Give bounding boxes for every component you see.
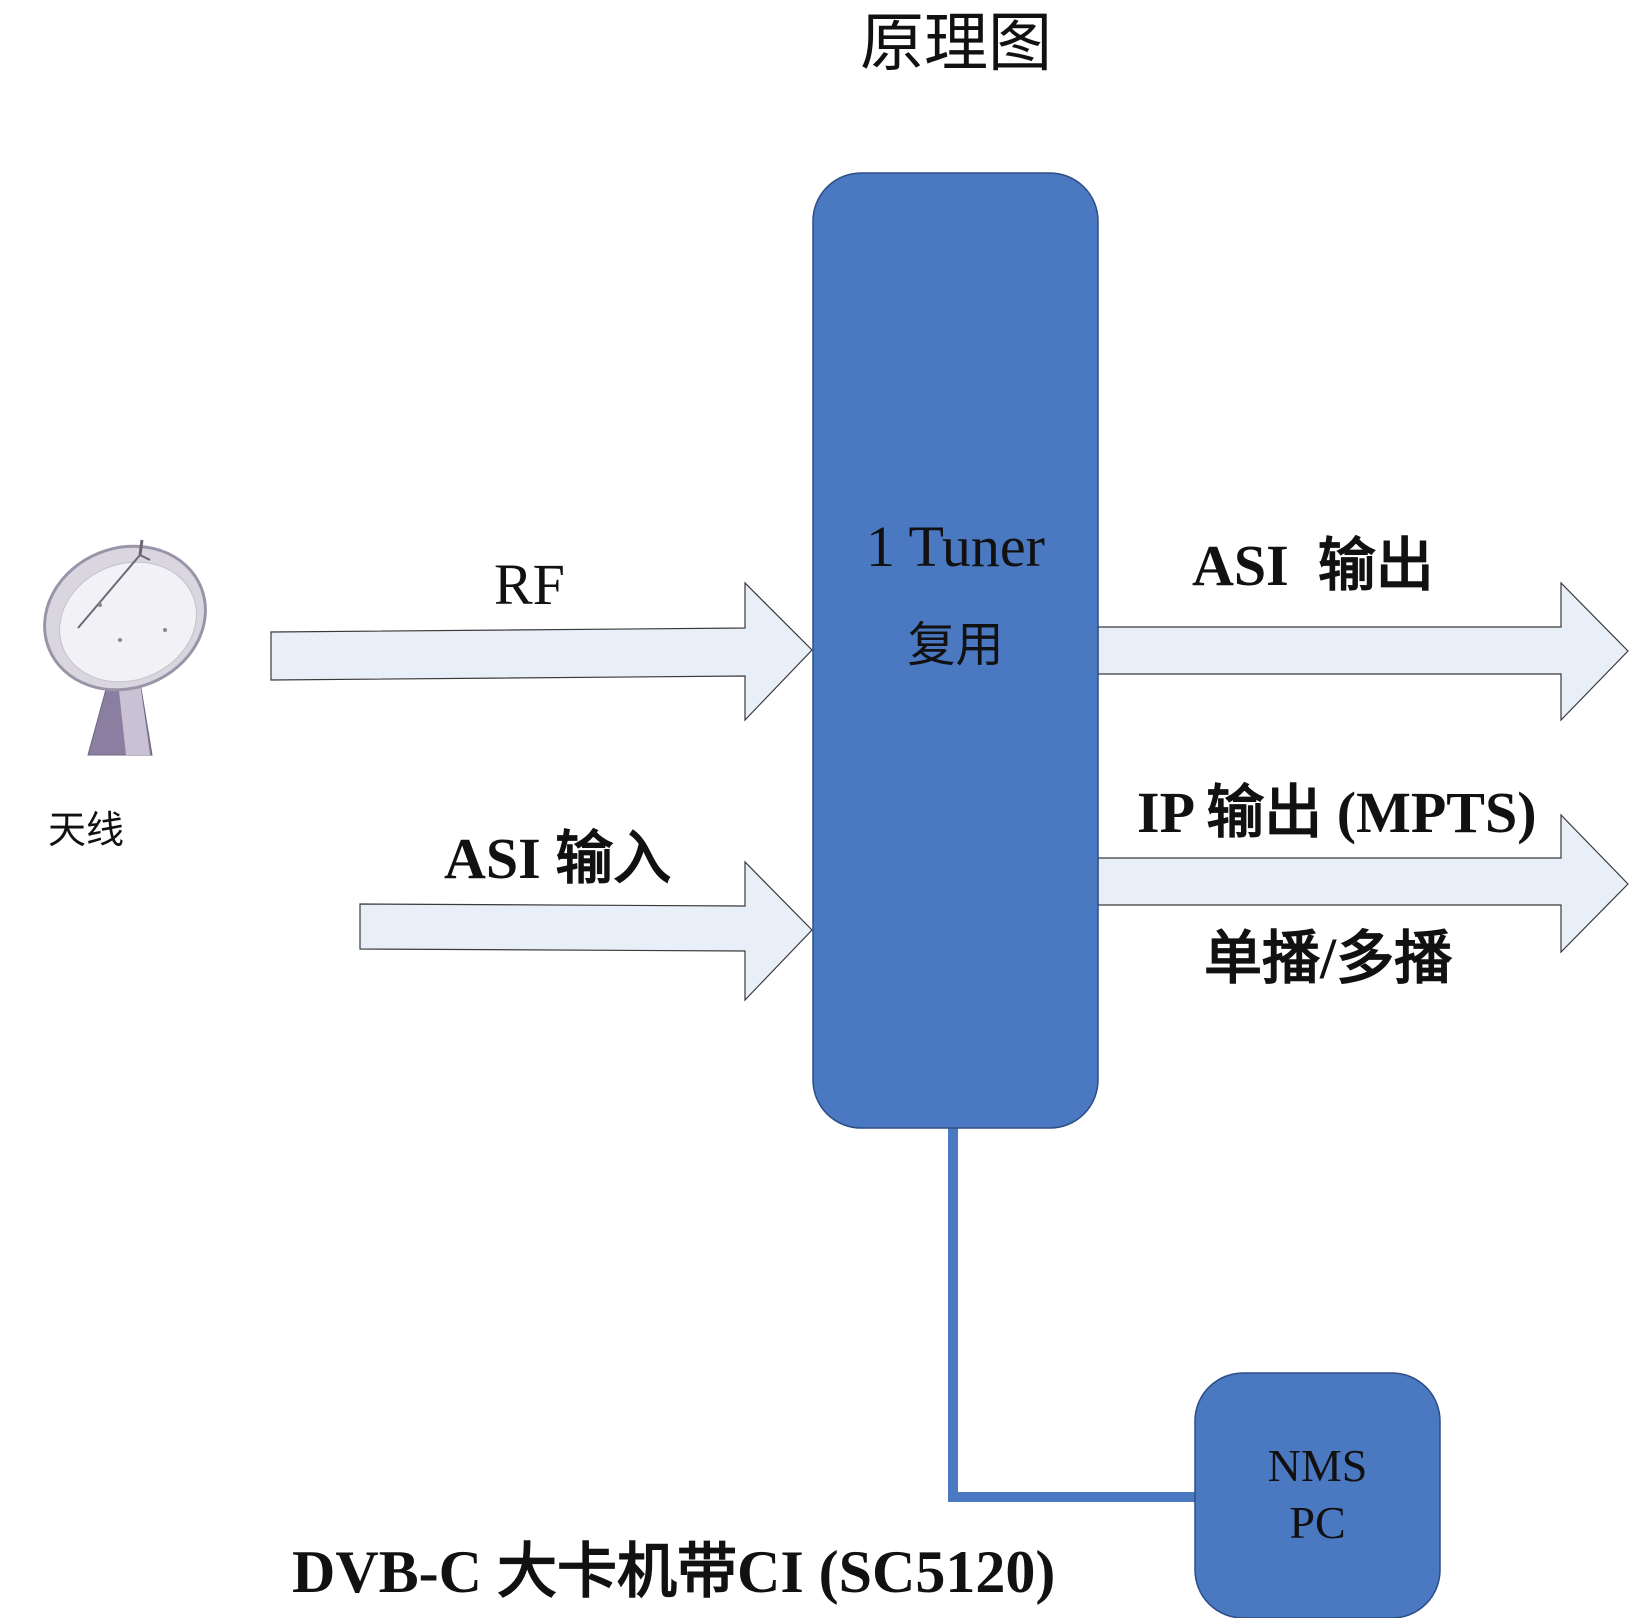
ip-output-arrow	[1097, 813, 1629, 954]
nms-pc-line1: NMS	[1267, 1440, 1368, 1491]
asi-output-label: ASI 输出	[1192, 533, 1434, 598]
asi-output-arrow	[1097, 581, 1629, 722]
tuner-block-subtitle: 复用	[907, 619, 1004, 672]
rf-label: RF	[494, 552, 565, 617]
ip-output-label: IP 输出 (MPTS)	[1137, 780, 1537, 845]
ip-output-sublabel: 单播/多播	[1204, 926, 1453, 991]
asi-input-arrow	[359, 860, 813, 1002]
satellite-dish-icon	[43, 539, 207, 756]
page-title: 原理图	[860, 8, 1052, 79]
tuner-block-title: 1 Tuner	[866, 514, 1045, 579]
antenna-label: 天线	[48, 810, 125, 852]
asi-input-label: ASI 输入	[444, 826, 672, 891]
tuner-block	[812, 172, 1099, 1129]
product-label: DVB-C 大卡机带CI (SC5120)	[292, 1539, 1056, 1605]
nms-pc-block	[1194, 1372, 1441, 1618]
nms-connector-line	[948, 1127, 1197, 1502]
rf-input-arrow	[270, 581, 813, 722]
nms-pc-line2: PC	[1289, 1497, 1346, 1548]
